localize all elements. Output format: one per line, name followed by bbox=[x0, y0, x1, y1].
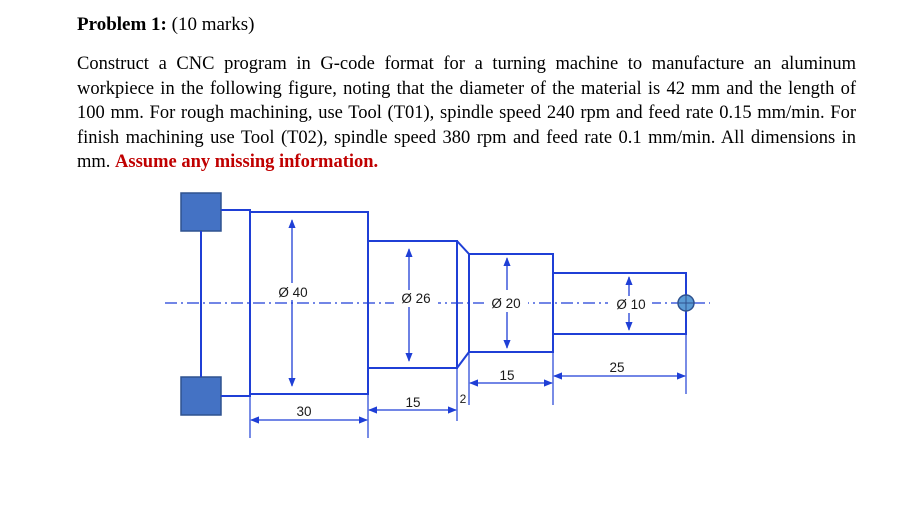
assumption-note: Assume any missing information. bbox=[115, 152, 379, 172]
problem-statement: Construct a CNC program in G-code format… bbox=[77, 54, 856, 172]
problem-statement-paragraph: Construct a CNC program in G-code format… bbox=[77, 52, 856, 175]
label-dia-26: Ø 26 bbox=[401, 291, 430, 306]
problem-title: Problem 1: bbox=[77, 14, 167, 35]
section-chamfer bbox=[456, 240, 470, 369]
chuck-bracket-bottom bbox=[221, 394, 251, 397]
label-dia-10: Ø 10 bbox=[616, 297, 645, 312]
section-dia-26 bbox=[367, 240, 458, 369]
label-dia-20: Ø 20 bbox=[491, 296, 520, 311]
label-dia-40: Ø 40 bbox=[278, 285, 307, 300]
problem-marks: (10 marks) bbox=[171, 14, 255, 35]
label-len-30: 30 bbox=[296, 404, 311, 419]
problem-heading: Problem 1: (10 marks) bbox=[77, 12, 254, 38]
label-len-15-b: 15 bbox=[499, 368, 514, 383]
chuck-jaw-top bbox=[180, 192, 222, 232]
label-len-2: 2 bbox=[460, 392, 467, 406]
label-len-15-a: 15 bbox=[405, 395, 420, 410]
chuck-bracket-top bbox=[221, 209, 251, 212]
label-len-25: 25 bbox=[609, 360, 624, 375]
chuck-jaw-bottom bbox=[180, 376, 222, 416]
